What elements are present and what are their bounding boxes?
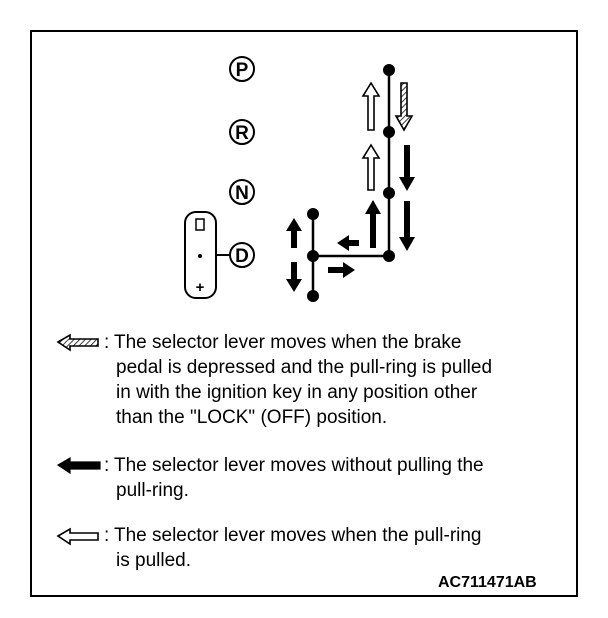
legend-line: pull-ring. — [116, 480, 189, 501]
figure-code: AC711471AB — [438, 574, 537, 591]
figure-frame — [30, 30, 578, 597]
gate-node-r — [383, 126, 395, 138]
shift-gate-path — [311, 70, 391, 296]
legend-hatched-arrow-icon — [56, 333, 99, 352]
legend-line: The selector lever moves when the brake — [114, 332, 462, 353]
hatched-arrow-icon — [394, 82, 414, 132]
legend-line: is pulled. — [116, 550, 191, 571]
gate-node-d — [383, 250, 395, 262]
legend-line: than the "LOCK" (OFF) position. — [116, 407, 388, 428]
legend-entry-brake-pull-ring: :The selector lever moves when the brake… — [104, 332, 493, 428]
position-p: P — [229, 56, 255, 82]
solid-arrow-icon — [286, 145, 415, 292]
position-d: D — [229, 242, 255, 268]
legend-line: The selector lever moves without pulling… — [114, 455, 484, 476]
svg-text:D: D — [235, 246, 249, 267]
manual-gate-plate: + — [184, 211, 231, 299]
gate-node-manual-down — [307, 290, 319, 302]
legend-line: in with the ignition key in any position… — [116, 382, 478, 403]
legend-solid-arrow-icon — [56, 456, 101, 475]
legend-line: pedal is depressed and the pull-ring is … — [116, 357, 493, 378]
gate-node-n — [383, 187, 395, 199]
outline-arrow-icon — [361, 81, 381, 191]
legend-entry-pull-ring: :The selector lever moves when the pull-… — [104, 525, 482, 571]
svg-text:P: P — [236, 60, 249, 81]
gate-nodes — [307, 64, 395, 302]
legend-entry-no-pull-ring: :The selector lever moves without pullin… — [104, 455, 484, 501]
svg-text:R: R — [235, 123, 249, 144]
legend-line: The selector lever moves when the pull-r… — [114, 525, 482, 546]
position-r: R — [229, 119, 255, 145]
gate-node-manual-up — [307, 208, 319, 220]
svg-text:+: + — [196, 279, 205, 296]
legend-outline-arrow-icon — [56, 527, 99, 546]
svg-text:N: N — [235, 183, 249, 204]
gate-node-p — [383, 64, 395, 76]
position-n: N — [229, 179, 255, 205]
gate-node-manual-center — [307, 250, 319, 262]
